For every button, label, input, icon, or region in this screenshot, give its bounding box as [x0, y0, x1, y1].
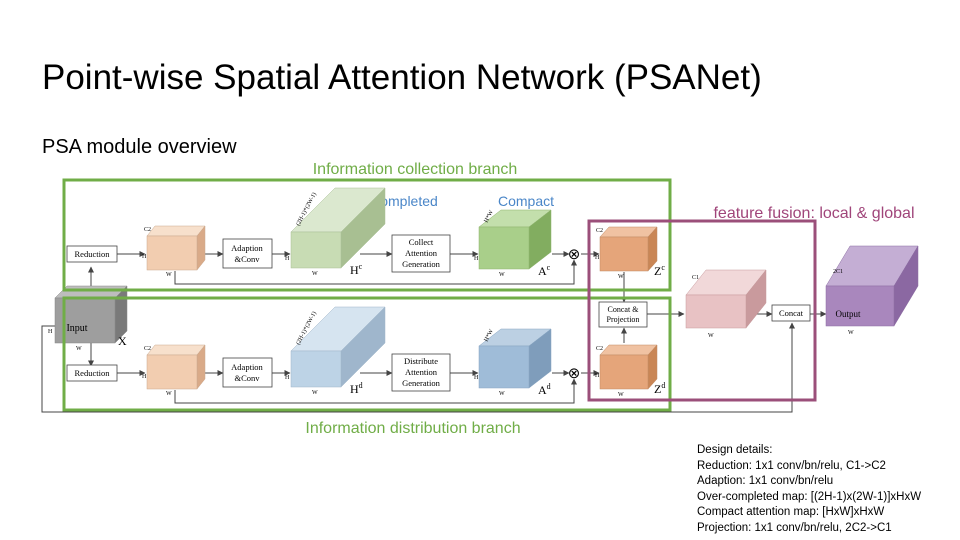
reduced-top-w-label: W	[166, 272, 172, 278]
zd-c2-label: C2	[596, 346, 603, 352]
reduced-bottom-c2-label: C2	[144, 346, 151, 352]
otimes-bottom-icon: ⊗	[568, 365, 581, 382]
compact-top-w: W	[499, 272, 505, 278]
design-details-line: Projection: 1x1 conv/bn/relu, 2C2->C1	[697, 521, 892, 534]
reduction-top-box	[66, 245, 118, 263]
page-subtitle: PSA module overview	[42, 136, 237, 158]
distribute-line1: Distribute	[404, 356, 438, 366]
output-label: Output	[835, 309, 861, 319]
collect-line3: Generation	[402, 259, 441, 269]
collect-line2: Attention	[405, 248, 438, 258]
design-details: Design details: Reduction: 1x1 conv/bn/r…	[697, 443, 921, 536]
reduced-bottom-h-label: H	[142, 374, 147, 380]
over-completed-bottom-h: H	[285, 375, 290, 381]
reduced-top-c2-label: C2	[144, 227, 151, 233]
concat-box	[771, 304, 811, 322]
collect-line1: Collect	[409, 237, 434, 247]
output-w-label: W	[848, 330, 854, 336]
concat-label: Concat	[779, 308, 804, 318]
input-x-label: X	[118, 334, 127, 348]
over-completed-cube-top	[290, 187, 386, 269]
adaption-bottom-box	[222, 357, 273, 388]
input-cube	[54, 285, 128, 344]
output-2c1-label: 2C1	[833, 269, 843, 275]
hd-symbol: Hd	[350, 381, 363, 396]
feature-fusion-label: feature fusion: local & global	[713, 205, 914, 222]
connector-lines	[41, 251, 827, 413]
reduced-cube-bottom	[146, 344, 206, 390]
zd-w-label: W	[618, 392, 624, 398]
design-details-line: Adaption: 1x1 conv/bn/relu	[697, 475, 834, 487]
distribute-line2: Attention	[405, 367, 438, 377]
page-title: Point-wise Spatial Attention Network (PS…	[42, 58, 762, 97]
compact-bottom-dim: H*W	[483, 328, 495, 343]
feature-fusion-box	[587, 219, 817, 402]
output-cube	[825, 245, 919, 327]
zc-h-label: H	[595, 255, 600, 261]
adaption-top-line2: &Conv	[234, 254, 260, 264]
concat-projection-box	[598, 301, 648, 328]
otimes-top-icon: ⊗	[568, 246, 581, 263]
zd-cube	[599, 344, 658, 390]
reduced-bottom-w-label: W	[166, 391, 172, 397]
reduced-cube-top	[146, 225, 206, 271]
design-details-line: Compact attention map: [HxW]xHxW	[697, 506, 885, 518]
collection-branch-box	[62, 178, 672, 292]
compact-cube-top	[478, 209, 552, 270]
input-label: Input	[66, 323, 87, 334]
adaption-top-box	[222, 238, 273, 269]
reduction-bottom-box	[66, 364, 118, 382]
zc-w-label: W	[618, 274, 624, 280]
hc-symbol: Hc	[350, 262, 363, 277]
over-completed-bottom-w: W	[312, 390, 318, 396]
compact-bottom-h: H	[474, 375, 479, 381]
fused-w-label: W	[708, 333, 714, 339]
zc-symbol: Zc	[654, 263, 665, 278]
input-w-label: W	[76, 346, 82, 352]
distribute-attention-box	[391, 353, 451, 392]
collection-branch-label: Information collection branch	[313, 161, 518, 178]
reduced-top-h-label: H	[142, 254, 147, 260]
over-completed-top-w: W	[312, 271, 318, 277]
compact-bottom-w: W	[499, 391, 505, 397]
zd-symbol: Zd	[654, 381, 665, 396]
compact-top-h: H	[474, 256, 479, 262]
zd-h-label: H	[595, 373, 600, 379]
distribution-branch-label: Information distribution branch	[305, 420, 520, 437]
design-details-heading: Design details:	[697, 444, 773, 456]
reduction-bottom-label: Reduction	[75, 368, 111, 378]
collect-attention-box	[391, 234, 451, 273]
adaption-top-line1: Adaption	[231, 243, 263, 253]
compact-top-dim: H*W	[483, 209, 495, 224]
ad-symbol: Ad	[538, 382, 551, 397]
ac-symbol: Ac	[538, 263, 551, 278]
design-details-line: Over-completed map: [(2H-1)x(2W-1)]xHxW	[697, 490, 922, 503]
reduction-top-label: Reduction	[75, 249, 111, 259]
compact-cube-bottom	[478, 328, 552, 389]
design-details-line: Reduction: 1x1 conv/bn/relu, C1->C2	[697, 459, 886, 472]
over-completed-top-h: H	[285, 256, 290, 262]
zc-c2-label: C2	[596, 228, 603, 234]
distribution-branch-box	[62, 296, 672, 412]
compact-label: Compact	[498, 193, 554, 209]
over-completed-cube-bottom	[290, 306, 386, 388]
adaption-bottom-line1: Adaption	[231, 362, 263, 372]
fused-cube	[685, 269, 767, 329]
distribute-line3: Generation	[402, 378, 441, 388]
input-h-label: H	[48, 329, 53, 335]
concat-projection-line1: Concat &	[608, 305, 640, 314]
fused-c1-label: C1	[692, 275, 699, 281]
concat-projection-line2: Projection	[607, 315, 640, 324]
zc-cube	[599, 226, 658, 272]
adaption-bottom-line2: &Conv	[234, 373, 260, 383]
